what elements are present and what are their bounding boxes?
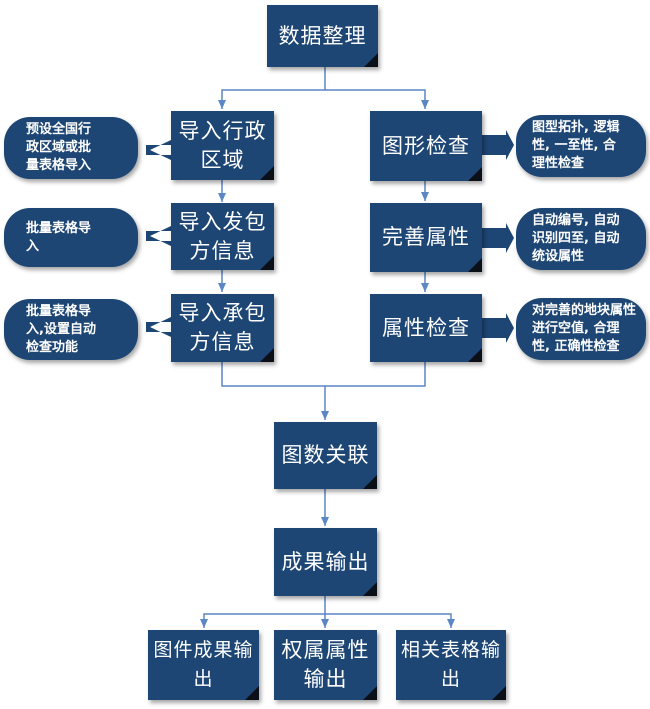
node-label: 导入发包 方信息 [178, 209, 267, 263]
note-attr: 对完善的地块属性 进行空值, 合理 性, 正确性检查 [516, 298, 646, 360]
node-label: 导入承包 方信息 [178, 301, 267, 354]
arrow-to-note-contractee [146, 317, 171, 337]
node-out-rights: 权属属性 输出 [274, 630, 377, 700]
note-text: 图型拓扑, 逻辑 性, 一至性, 合 理性检查 [532, 120, 620, 171]
connector-root-left [218, 67, 326, 109]
connector-root-right [325, 89, 429, 109]
note-text: 自动编号, 自动 识别四至, 自动 统设属性 [532, 213, 620, 264]
node-label: 权属属性 输出 [281, 638, 370, 691]
node-import-contractee: 导入承包 方信息 [171, 294, 274, 362]
arrow-to-note-contractor [146, 226, 171, 246]
arrow-to-note-attr [482, 313, 514, 343]
note-text: 对完善的地块属性 进行空值, 合理 性, 正确性检查 [532, 303, 637, 354]
note-improve: 自动编号, 自动 识别四至, 自动 统设属性 [516, 208, 646, 270]
node-improve-attr: 完善属性 [370, 203, 482, 272]
note-text: 批量表格导 入 [26, 220, 92, 254]
node-import-contractor: 导入发包 方信息 [171, 203, 274, 270]
node-label: 属性检查 [382, 315, 470, 340]
node-label: 导入行政 区域 [178, 118, 267, 172]
node-attr-check: 属性检查 [370, 294, 482, 362]
node-label: 相关表格输 出 [400, 639, 501, 690]
node-link: 图数关联 [274, 422, 377, 489]
connector-output-tables [325, 613, 455, 628]
node-label: 数据整理 [278, 23, 367, 48]
node-graphic-check: 图形检查 [370, 111, 482, 181]
node-data-sort: 数据整理 [267, 5, 378, 67]
connector-merge [221, 362, 426, 387]
node-label: 图件成果输 出 [153, 639, 254, 690]
note-graphic: 图型拓扑, 逻辑 性, 一至性, 合 理性检查 [516, 115, 646, 177]
node-label: 成果输出 [281, 549, 370, 574]
arrow-to-note-admin [146, 140, 171, 160]
node-label: 图形检查 [382, 133, 470, 158]
node-out-tables: 相关表格输 出 [396, 630, 506, 700]
node-out-map: 图件成果输 出 [148, 630, 259, 700]
note-text: 预设全国行 政区域或批 量表格导入 [26, 122, 92, 173]
note-text: 批量表格导 入,设置自动 检查功能 [26, 303, 96, 355]
node-import-admin: 导入行政 区域 [171, 111, 274, 180]
connector-output-map [200, 613, 325, 628]
note-contractor: 批量表格导 入 [4, 208, 138, 267]
node-output: 成果输出 [274, 528, 377, 596]
arrow-to-note-graphic [482, 130, 514, 160]
node-label: 图数关联 [281, 443, 370, 467]
note-admin: 预设全国行 政区域或批 量表格导入 [4, 117, 138, 179]
node-label: 完善属性 [382, 225, 470, 249]
arrow-to-note-improve [482, 223, 514, 253]
note-contractee: 批量表格导 入,设置自动 检查功能 [4, 299, 138, 360]
